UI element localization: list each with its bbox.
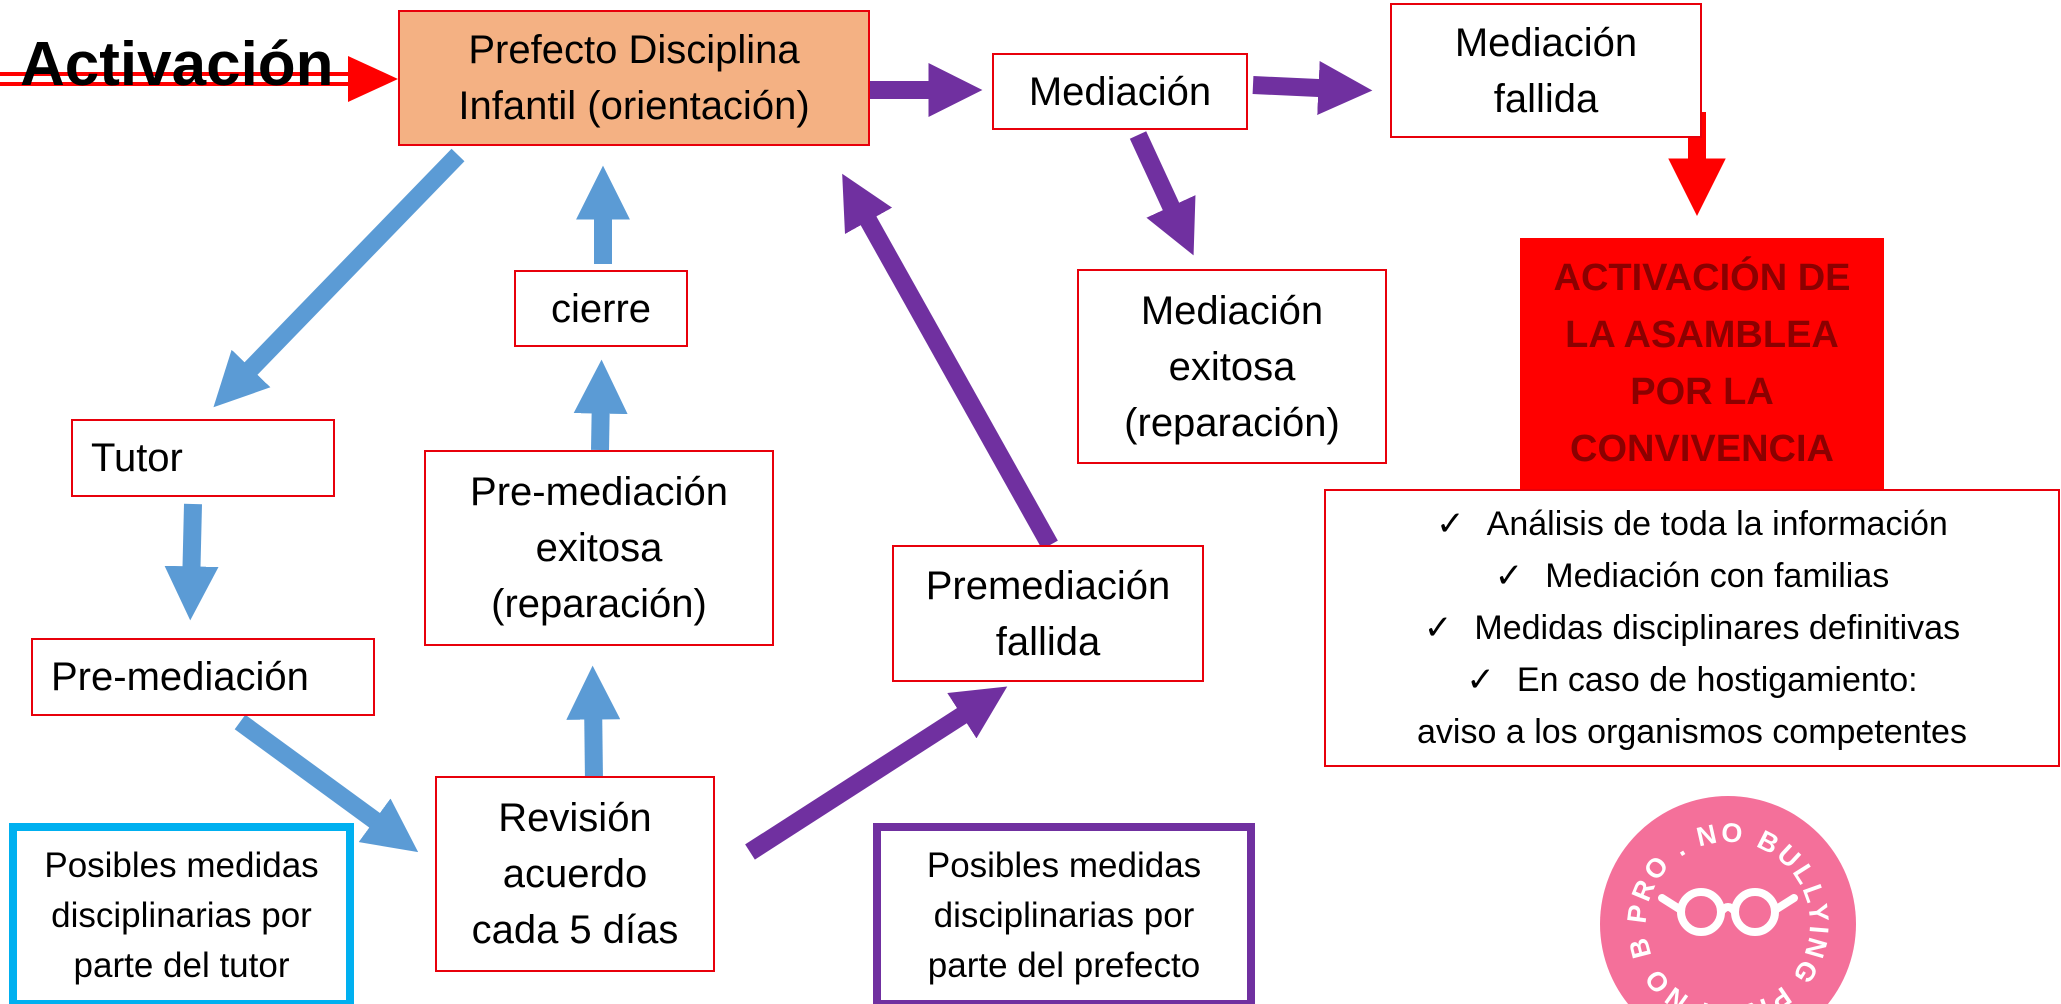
action-text-4: En caso de hostigamiento: [1516, 661, 1918, 699]
node-mediacion-exitosa: Mediación exitosa (reparación) [1077, 269, 1387, 464]
node-asamblea: ACTIVACIÓN DE LA ASAMBLEA POR LA CONVIVE… [1520, 238, 1884, 490]
action-line-5: aviso a los organismos competentes [1417, 713, 1967, 751]
action-text-3: Medidas disciplinares definitivas [1474, 609, 1961, 647]
arrow-premediacion-fallida-to-prefecto [842, 173, 1058, 550]
check-icon: ✓ [1494, 557, 1524, 595]
arrow-revision-to-exitosa [566, 665, 621, 783]
asamblea-actions-box: ✓ Análisis de toda la información ✓ Mediac… [1324, 489, 2060, 767]
arrow-exitosa-to-cierre [573, 359, 628, 451]
action-text-2: Mediación con familias [1545, 557, 1890, 595]
action-line-2: ✓ Mediación con familias [1495, 550, 1889, 602]
arrow-premediacion-to-revision [234, 714, 419, 853]
node-prefecto: Prefecto Disciplina Infantil (orientació… [398, 10, 870, 146]
no-bullying-pro-logo: PRO . NO BULLYING PRO . NO BULLYING [1598, 794, 1856, 1004]
logo-badge [1600, 796, 1856, 1004]
action-line-1: ✓ Análisis de toda la información [1436, 498, 1948, 550]
action-text-1: Análisis de toda la información [1486, 505, 1948, 543]
node-cierre: cierre [514, 270, 688, 347]
node-pre-mediacion: Pre-mediación [31, 638, 375, 716]
activation-arrowhead [348, 56, 398, 102]
note-medidas-prefecto: Posibles medidas disciplinarias por part… [873, 823, 1255, 1004]
node-revision: Revisión acuerdo cada 5 días [435, 776, 715, 972]
arrow-tutor-to-premediacion [164, 503, 219, 621]
node-tutor: Tutor [71, 419, 335, 497]
action-line-3: ✓ Medidas disciplinares definitivas [1424, 602, 1960, 654]
arrow-prefecto-to-tutor [213, 148, 465, 408]
check-icon: ✓ [1466, 661, 1495, 699]
arrow-mediacion-to-exitosa [1129, 131, 1196, 256]
node-pre-mediacion-exitosa: Pre-mediación exitosa (reparación) [424, 450, 774, 646]
note-medidas-tutor: Posibles medidas disciplinarias por part… [9, 823, 354, 1004]
node-premediacion-fallida: Premediación fallida [892, 545, 1204, 682]
action-line-4: ✓ En caso de hostigamiento: [1466, 654, 1917, 706]
node-mediacion: Mediación [992, 53, 1248, 130]
check-icon: ✓ [1423, 609, 1453, 647]
arrow-mediacion-to-fallida [1252, 61, 1373, 115]
node-mediacion-fallida: Mediación fallida [1390, 3, 1702, 138]
glasses-icon [1658, 888, 1798, 936]
activacion-label: Activación [20, 30, 334, 99]
arrow-revision-to-premediacion-fallida [745, 686, 1008, 860]
check-icon: ✓ [1436, 505, 1465, 543]
